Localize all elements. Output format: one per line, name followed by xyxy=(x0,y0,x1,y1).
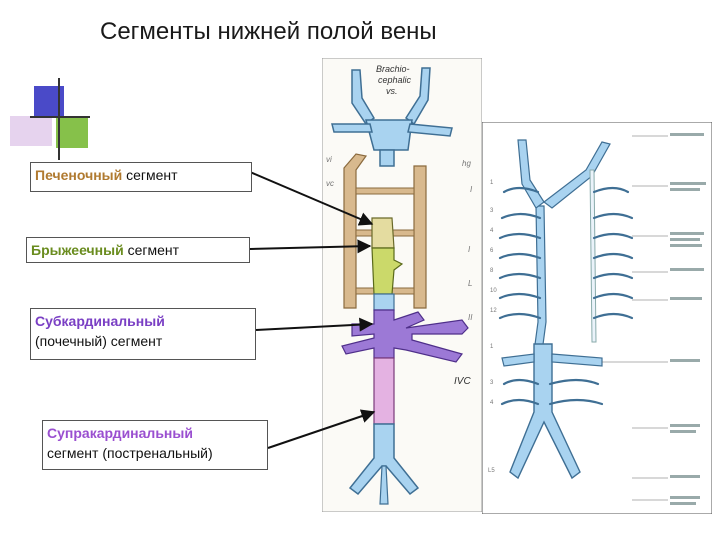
svg-text:Brachio-: Brachio- xyxy=(376,64,410,74)
decor-vertical-line xyxy=(58,78,60,160)
svg-text:hg: hg xyxy=(462,159,471,168)
svg-text:10: 10 xyxy=(490,288,497,294)
svg-text:II: II xyxy=(468,313,473,322)
label-supracardinal-segment: Супракардинальный сегмент (постренальный… xyxy=(42,420,268,470)
label-supracardinal-strong: Супракардинальный xyxy=(47,425,193,441)
svg-text:12: 12 xyxy=(490,308,497,314)
label-hepatic-segment: Печеночный сегмент xyxy=(30,162,252,192)
svg-text:vs.: vs. xyxy=(386,86,398,96)
svg-text:L5: L5 xyxy=(488,468,495,474)
svg-text:3: 3 xyxy=(490,380,494,386)
svg-text:I: I xyxy=(470,185,473,194)
label-mesenteric-segment: Брыжеечный сегмент xyxy=(26,237,250,263)
decor-square-green xyxy=(56,118,88,148)
svg-text:I: I xyxy=(468,245,471,254)
arrow-mesenteric xyxy=(249,239,372,254)
svg-text:8: 8 xyxy=(490,268,494,274)
label-subcardinal-strong: Субкардинальный xyxy=(35,313,165,329)
label-hepatic-rest: сегмент xyxy=(122,167,178,183)
label-mesenteric-rest: сегмент xyxy=(123,242,180,258)
svg-text:vi: vi xyxy=(326,155,332,164)
decor-square-lilac xyxy=(10,116,52,146)
arrow-hepatic xyxy=(249,171,374,226)
svg-text:1: 1 xyxy=(490,344,494,350)
svg-text:6: 6 xyxy=(490,248,494,254)
decor-horizontal-line xyxy=(30,116,90,118)
label-mesenteric-strong: Брыжеечный xyxy=(31,242,124,258)
svg-text:L: L xyxy=(468,279,472,288)
svg-text:IVC: IVC xyxy=(454,376,471,387)
svg-text:1: 1 xyxy=(490,180,494,186)
adult-venous-system-figure: 1 3 4 6 8 10 12 1 3 4L5 xyxy=(482,122,712,514)
ivc-development-figure: Brachio- cephalic vs. IVC vi vc hg I I L… xyxy=(322,58,482,512)
label-subcardinal-segment: Субкардинальный (почечный) сегмент xyxy=(30,308,256,360)
arrow-subcardinal xyxy=(255,317,374,332)
label-supracardinal-rest: сегмент (постренальный) xyxy=(47,445,213,461)
label-subcardinal-rest: (почечный) сегмент xyxy=(35,333,163,349)
svg-text:cephalic: cephalic xyxy=(378,75,412,85)
svg-text:4: 4 xyxy=(490,400,494,406)
svg-text:3: 3 xyxy=(490,208,494,214)
svg-text:vc: vc xyxy=(326,179,334,188)
arrow-supracardinal xyxy=(267,409,376,449)
label-hepatic-strong: Печеночный xyxy=(35,167,123,183)
svg-text:4: 4 xyxy=(490,228,494,234)
page-title: Сегменты нижней полой вены xyxy=(100,18,437,45)
